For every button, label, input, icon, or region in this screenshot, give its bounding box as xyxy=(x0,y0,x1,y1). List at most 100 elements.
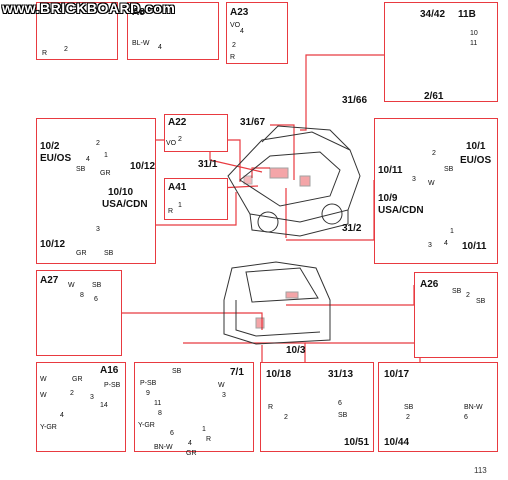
connector-label: 2/61 xyxy=(424,91,444,102)
wire-label: W xyxy=(218,382,225,389)
page-number: 113 xyxy=(474,466,487,475)
wire-label: 4 xyxy=(240,28,244,35)
wire-label: 8 xyxy=(158,410,162,417)
wire-label: SB xyxy=(404,404,414,411)
connector-label: 10/10 xyxy=(108,187,134,198)
a22-title: A22 xyxy=(168,117,187,128)
wire-label: 3 xyxy=(412,176,416,183)
wire-label: 2 xyxy=(406,414,410,421)
wire-label: 2 xyxy=(232,42,236,49)
region-label: USA/CDN xyxy=(378,205,424,216)
panel-frame-engine-bay xyxy=(384,2,498,102)
panel-frame-top-left xyxy=(36,2,118,60)
panel-frame-a26 xyxy=(414,272,498,358)
wire-label: SB xyxy=(172,368,182,375)
wire-label: SB xyxy=(452,288,462,295)
wire-label: 8 xyxy=(80,292,84,299)
wire-label: 2 xyxy=(178,136,182,143)
connector-label: 10/1 xyxy=(466,141,486,152)
car-rear-drawing xyxy=(223,261,331,345)
connector-label: 10/9 xyxy=(378,193,398,204)
region-label: EU/OS xyxy=(40,153,72,164)
wire-label: R xyxy=(42,50,48,57)
wire-label: GR xyxy=(186,450,197,457)
a8-title: A8 xyxy=(132,7,145,18)
panel-10-17-title: 10/17 xyxy=(384,369,410,380)
wire-label: 4 xyxy=(158,44,162,51)
wire-label: 2 xyxy=(64,46,68,53)
panel-frame-7-1 xyxy=(134,362,254,452)
wire-label: 2 xyxy=(96,140,100,147)
wire-label: W xyxy=(68,282,75,289)
wire-label: 2 xyxy=(70,390,74,397)
wire-label: BN-W xyxy=(464,404,483,411)
wire-label: 2 xyxy=(432,150,436,157)
wire-label: 4 xyxy=(444,240,448,247)
callout-label: 31/67 xyxy=(240,117,266,128)
watermark-text: www.BRICKBOARD.com xyxy=(2,0,176,16)
wire-label: SB xyxy=(104,250,114,257)
panel-31-13-title: 31/13 xyxy=(328,369,354,380)
wire-label: 11 xyxy=(154,400,162,407)
callout-label: 31/1 xyxy=(198,159,218,170)
panel-frame-a16 xyxy=(36,362,126,452)
a23-title: A23 xyxy=(230,7,249,18)
callout-label: 10/3 xyxy=(286,345,306,356)
wire-label: R xyxy=(168,208,174,215)
a16-title: A16 xyxy=(100,365,119,376)
wire-label: 3 xyxy=(222,392,226,399)
wire-label: 1 xyxy=(450,228,454,235)
panel-frame-left-lights xyxy=(36,118,156,264)
wire-label: BL-W xyxy=(132,40,150,47)
wire-label: 14 xyxy=(100,402,108,409)
panel-7-1-title: 7/1 xyxy=(230,367,244,378)
wire-label: VO xyxy=(166,140,177,147)
a41-title: A41 xyxy=(168,182,187,193)
a27-title: A27 xyxy=(40,275,59,286)
wire-label: BN-W xyxy=(154,444,173,451)
wire-label: SB xyxy=(338,412,348,419)
connector-label: 10/11 xyxy=(378,165,403,176)
wire-label: VO xyxy=(230,22,241,29)
connector-label: 10/12 xyxy=(40,239,66,250)
connector-label: 34/42 xyxy=(420,9,446,20)
wire-label: SB xyxy=(76,166,86,173)
wire-label: W xyxy=(428,180,435,187)
a26-title: A26 xyxy=(420,279,439,290)
wire-label: 1 xyxy=(178,202,182,209)
wire-label: 3 xyxy=(96,226,100,233)
wire-label: 6 xyxy=(464,414,468,421)
wire-label: 6 xyxy=(338,400,342,407)
region-label: USA/CDN xyxy=(102,199,148,210)
wire-label: 9 xyxy=(146,390,150,397)
region-label: EU/OS xyxy=(460,155,492,166)
wire-label: R xyxy=(230,54,236,61)
panel-frame-a23 xyxy=(226,2,288,64)
panel-frame-right-lights xyxy=(374,118,498,264)
panel-frame-10-17 xyxy=(378,362,498,452)
callout-label: 10/51 xyxy=(344,437,370,448)
wire-label: 6 xyxy=(94,296,98,303)
connector-label: 10/2 xyxy=(40,141,60,152)
wire-label: GR xyxy=(100,170,111,177)
panel-frame-a8 xyxy=(127,2,219,60)
wire-label: 3 xyxy=(428,242,432,249)
wire-label: W xyxy=(40,376,47,383)
callout-label: 31/66 xyxy=(342,95,368,106)
wire-label: 4 xyxy=(60,412,64,419)
wire-label: Y-GR xyxy=(40,424,57,431)
wire-label: 4 xyxy=(86,156,90,163)
wire-label: 1 xyxy=(104,152,108,159)
wire-label: 2 xyxy=(466,292,470,299)
wire-label: GR xyxy=(76,250,87,257)
wire-label: 2 xyxy=(284,414,288,421)
panel-frame-a22 xyxy=(164,114,228,152)
connector-label: 10/12 xyxy=(130,161,156,172)
wire-label: R xyxy=(268,404,274,411)
panel-frame-10-18 xyxy=(260,362,374,452)
wire-label: 4 xyxy=(188,440,192,447)
wire-label: SB xyxy=(444,166,454,173)
wire-label: R xyxy=(206,436,212,443)
panel-frame-a27 xyxy=(36,270,122,356)
